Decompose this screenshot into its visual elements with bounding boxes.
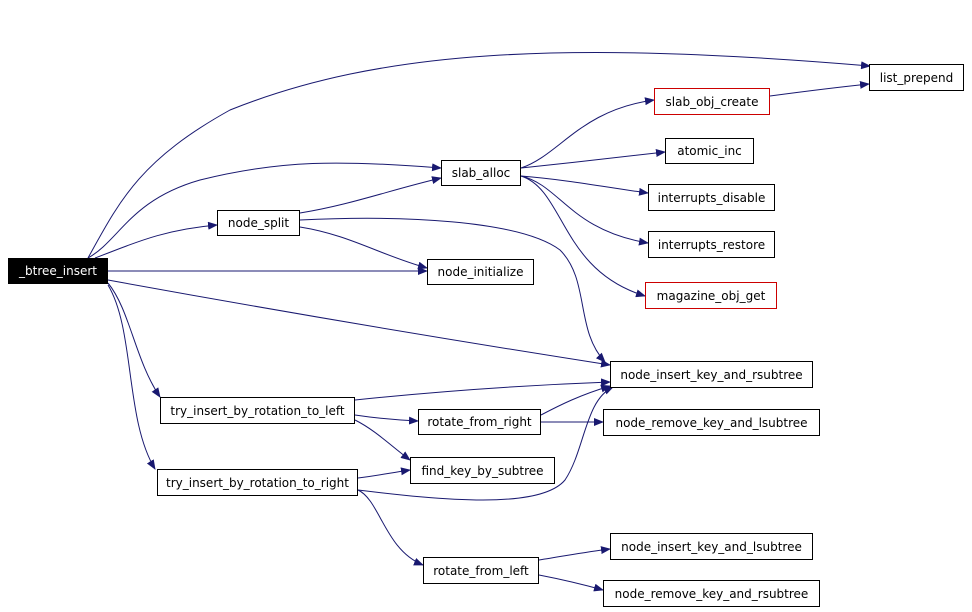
node-node-initialize[interactable]: node_initialize (427, 259, 534, 285)
edge-rotate-left-to-node-insert-key-and-lsubtree (538, 546, 611, 561)
edge-node-split-to-node-initialize (299, 226, 428, 270)
edge-btree-insert-to-slab-alloc (87, 162, 442, 259)
edge-slab-alloc-to-atomic-inc (520, 148, 666, 169)
edge-slab-alloc-to-interrupts-restore (520, 175, 649, 246)
edge-node-split-to-slab-alloc (299, 176, 442, 214)
node-btree-insert[interactable]: _btree_insert (8, 258, 108, 284)
node-node-remove-key-and-rsubtree[interactable]: node_remove_key_and_rsubtree (603, 580, 820, 607)
node-magazine-obj-get[interactable]: magazine_obj_get (645, 282, 777, 309)
edge-try-right-to-node-insert-key-and-rsubtree (357, 386, 614, 501)
node-node-insert-key-and-lsubtree[interactable]: node_insert_key_and_lsubtree (610, 533, 813, 560)
node-atomic-inc[interactable]: atomic_inc (665, 138, 754, 164)
node-rotate-from-left[interactable]: rotate_from_left (423, 557, 539, 584)
edge-try-left-to-find-key (354, 419, 411, 461)
edge-rotate-right-to-node-insert-key-and-rsubtree (540, 384, 611, 416)
edge-slab-alloc-to-magazine-obj-get (520, 175, 646, 298)
node-slab-alloc[interactable]: slab_alloc (441, 160, 521, 186)
edge-btree-insert-to-list-prepend (87, 52, 871, 259)
edge-try-right-to-find-key (357, 467, 411, 479)
node-node-split[interactable]: node_split (217, 210, 300, 236)
node-try-insert-by-rotation-to-right[interactable]: try_insert_by_rotation_to_right (157, 469, 358, 496)
edge-btree-insert-to-try-left (107, 282, 161, 398)
edge-btree-insert-to-node-split (94, 221, 218, 259)
node-try-insert-by-rotation-to-left[interactable]: try_insert_by_rotation_to_left (160, 397, 355, 424)
node-interrupts-restore[interactable]: interrupts_restore (648, 231, 775, 258)
edge-try-left-to-node-insert-key-and-rsubtree (354, 378, 611, 401)
edge-slab-obj-create-to-list-prepend (769, 80, 870, 97)
edge-btree-insert-to-try-right (107, 284, 156, 470)
edge-slab-alloc-to-interrupts-disable (520, 175, 649, 196)
edge-slab-alloc-to-slab-obj-create (520, 97, 655, 169)
edge-btree-insert-to-node-insert-key-and-rsubtree (107, 279, 611, 368)
node-slab-obj-create[interactable]: slab_obj_create (654, 88, 770, 115)
node-list-prepend[interactable]: list_prepend (869, 64, 964, 91)
edge-node-split-to-node-insert-key-and-rsubtree (299, 217, 606, 363)
edge-rotate-left-to-node-remove-key-and-rsubtree (538, 574, 604, 592)
node-node-remove-key-and-lsubtree[interactable]: node_remove_key_and_lsubtree (603, 409, 820, 436)
node-node-insert-key-and-rsubtree[interactable]: node_insert_key_and_rsubtree (610, 361, 813, 388)
node-interrupts-disable[interactable]: interrupts_disable (648, 184, 775, 211)
edge-try-left-to-rotate-from-right (354, 414, 419, 425)
node-rotate-from-right[interactable]: rotate_from_right (418, 409, 541, 435)
node-find-key-by-subtree[interactable]: find_key_by_subtree (410, 457, 555, 484)
edge-try-right-to-rotate-from-left (357, 489, 424, 566)
